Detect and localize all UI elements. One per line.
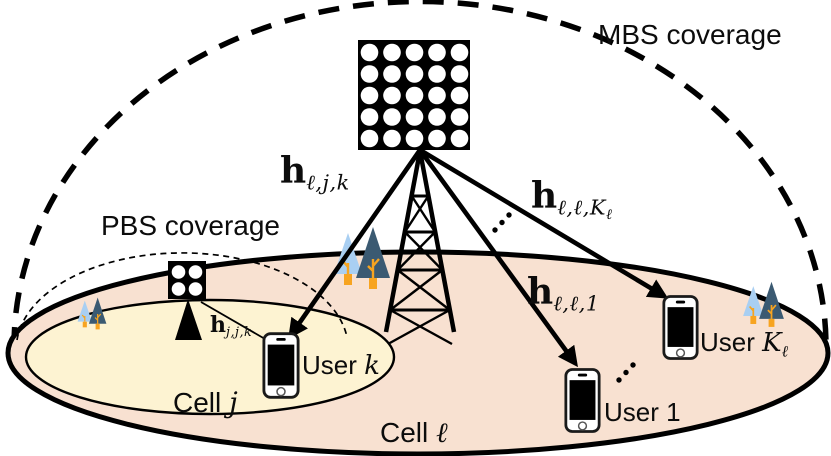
h-l-l-1-base: h (527, 271, 554, 313)
channel-label-h-l-l-1: hℓ,ℓ,1 (527, 274, 600, 315)
cell-j-symbol: j (229, 386, 238, 419)
cell-j-label: Cell j (173, 389, 238, 417)
ellipsis-dots-arrows-icon (492, 212, 512, 233)
user-Kl-phone-icon (662, 295, 699, 360)
mbs-coverage-label: MBS coverage (598, 19, 782, 50)
h-l-l-Kl-base: h (531, 175, 558, 217)
h-j-j-k-base: h (210, 312, 226, 338)
pbs-antenna-icon (168, 261, 206, 340)
cell-l-prefix: Cell (380, 417, 437, 448)
user-1-prefix: User (604, 397, 667, 427)
pbs-coverage-arc (16, 252, 348, 341)
h-j-j-k-sub: j,j,k (226, 325, 253, 341)
user-1-symbol: 1 (666, 397, 681, 427)
user-Kl-subscript: ℓ (781, 342, 789, 361)
cell-l-symbol: ℓ (436, 416, 448, 449)
user-Kl-label: User Kℓ (700, 329, 788, 360)
channel-arrows (200, 148, 669, 368)
channel-arrow-h-l-j-k (288, 148, 422, 340)
h-l-l-Kl-subsub: ℓ (605, 207, 612, 224)
mbs-tower (383, 150, 457, 346)
pbs-coverage-label: PBS coverage (101, 210, 280, 241)
channel-arrow-h-j-j-k (200, 301, 274, 344)
mbs-antenna-array-icon (358, 40, 470, 150)
cell-j-prefix: Cell (173, 387, 230, 418)
h-l-j-k-base: h (280, 150, 307, 192)
channel-label-h-l-j-k: hℓ,j,k (280, 153, 350, 194)
user-Kl-prefix: User (700, 327, 763, 357)
channel-arrow-h-l-l-1 (418, 148, 578, 368)
h-l-l-1-sub: ℓ,ℓ,1 (553, 291, 600, 316)
cell-l-label: Cell ℓ (380, 419, 448, 447)
user-k-phone-icon (262, 332, 300, 399)
user-Kl-symbol: K (762, 328, 782, 358)
channel-label-h-j-j-k: hj,j,k (210, 314, 252, 340)
user-1-label: User 1 (604, 399, 681, 425)
h-l-l-Kl-sub: ℓ,ℓ,K (557, 195, 606, 220)
user-1-phone-icon (564, 368, 601, 433)
user-k-symbol: k (364, 351, 380, 381)
h-l-j-k-sub: ℓ,j,k (306, 170, 350, 195)
ellipsis-dots-users-icon (616, 362, 636, 383)
channel-arrow-h-l-l-Kl (418, 148, 669, 299)
user-k-label: User k (302, 352, 380, 379)
user-k-prefix: User (302, 350, 365, 380)
channel-label-h-l-l-Kl: hℓ,ℓ,Kℓ (531, 178, 612, 223)
